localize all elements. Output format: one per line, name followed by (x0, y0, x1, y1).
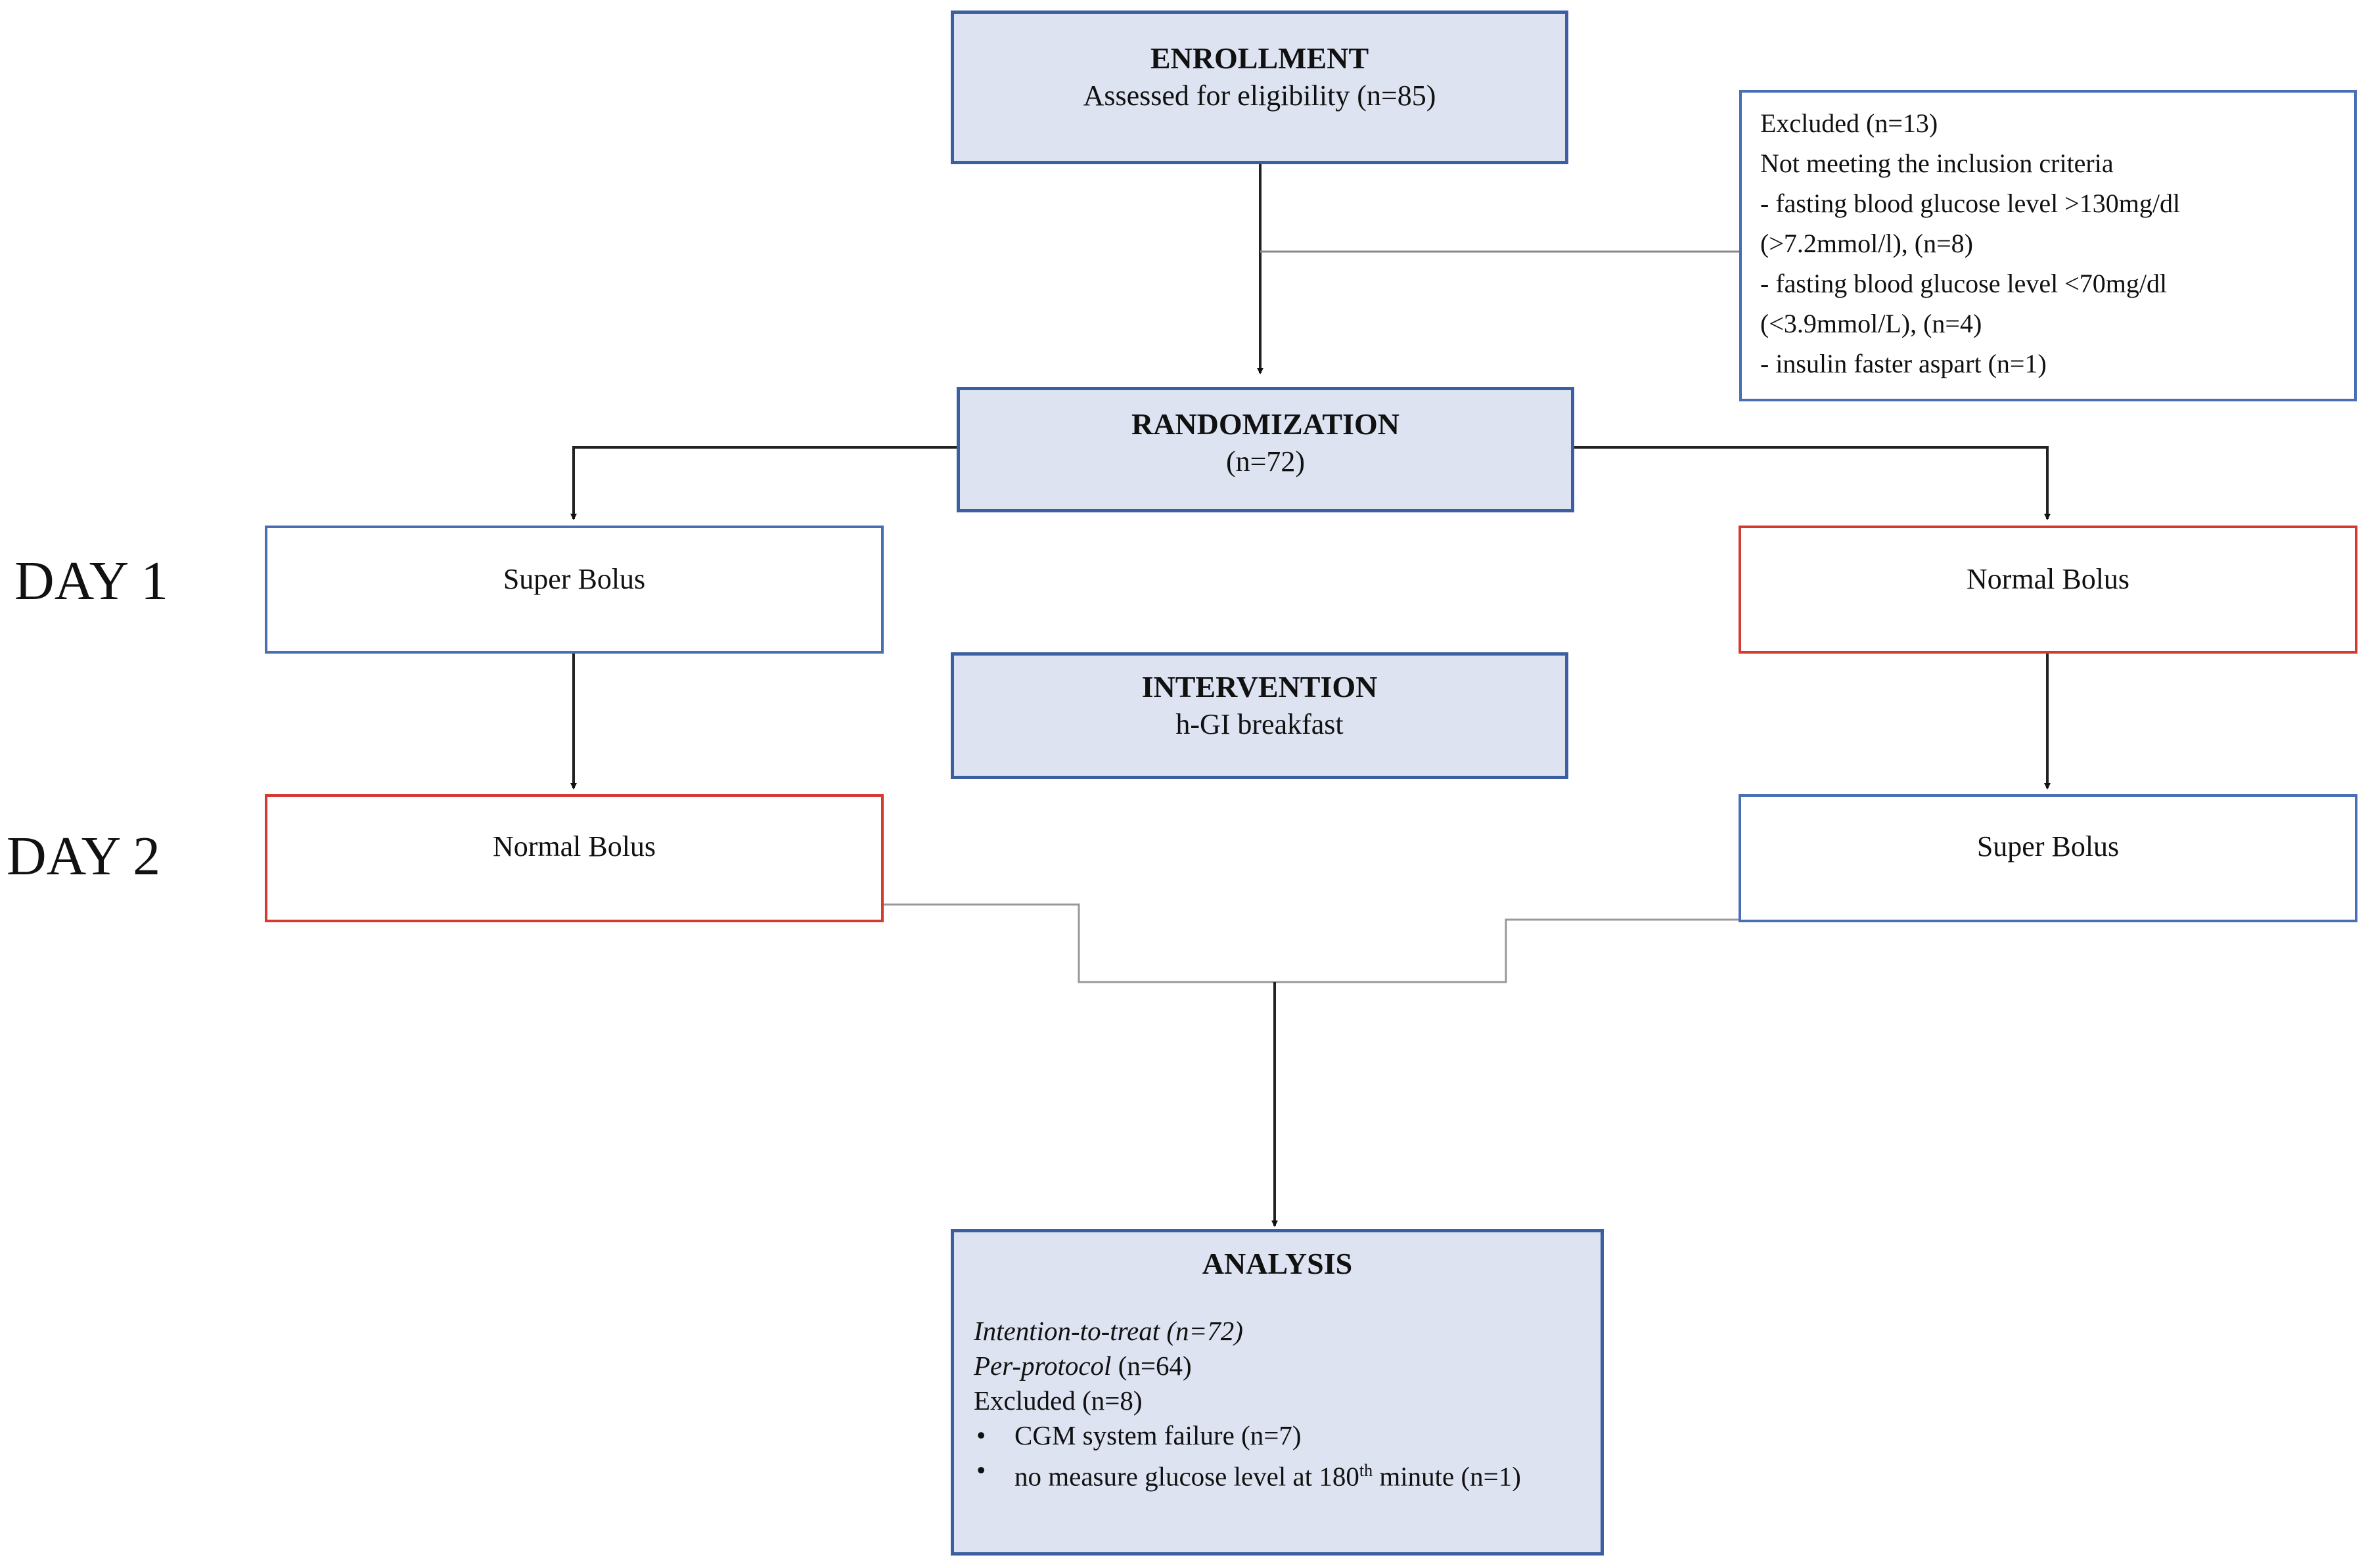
randomization-box: RANDOMIZATION (n=72) (957, 387, 1574, 512)
excluded-line: - fasting blood glucose level >130mg/dl (1760, 189, 2181, 218)
line-right-day2-merge (1275, 918, 1739, 983)
arrow-randomization-to-left-arm (570, 446, 958, 520)
excluded-line: - fasting blood glucose level <70mg/dl (1760, 269, 2168, 298)
enrollment-box: ENROLLMENT Assessed for eligibility (n=8… (951, 11, 1568, 164)
analysis-per-protocol: Per-protocol (n=64) (974, 1349, 1581, 1383)
day2-label: DAY 2 (7, 826, 161, 887)
enrollment-title: ENROLLMENT (1150, 41, 1369, 75)
reason-text-end: minute (n=1) (1373, 1461, 1521, 1492)
analysis-excluded: Excluded (n=8) (974, 1385, 1143, 1416)
excluded-line: Not meeting the inclusion criteria (1760, 148, 2114, 178)
analysis-reason-item: no measure glucose level at 180th minute… (974, 1453, 1581, 1494)
intervention-box: INTERVENTION h-GI breakfast (951, 652, 1568, 779)
excluded-line: (>7.2mmol/l), (n=8) (1760, 229, 1973, 258)
day1-label: DAY 1 (14, 550, 169, 612)
randomization-text: (n=72) (1225, 445, 1306, 478)
analysis-box: ANALYSIS Intention-to-treat (n=72) Per-p… (951, 1229, 1604, 1556)
reason-superscript: th (1359, 1461, 1373, 1480)
intervention-text: h-GI breakfast (1175, 708, 1344, 740)
analysis-title: ANALYSIS (1202, 1247, 1353, 1280)
excluded-line: (<3.9mmol/L), (n=4) (1760, 309, 1982, 338)
arrow-randomization-to-right-arm (1572, 446, 2051, 520)
right-day1-box: Normal Bolus (1739, 526, 2357, 654)
per-protocol-value: (n=64) (1111, 1351, 1192, 1381)
intervention-title: INTERVENTION (1141, 670, 1378, 704)
enrollment-text: Assessed for eligibility (n=85) (1083, 79, 1436, 112)
excluded-line: Excluded (n=13) (1760, 108, 1938, 138)
left-day2-box: Normal Bolus (265, 794, 884, 922)
excluded-line: - insulin faster aspart (n=1) (1760, 349, 2047, 378)
right-day2-box: Super Bolus (1739, 794, 2357, 922)
left-day1-label: Super Bolus (503, 563, 646, 595)
left-day2-label: Normal Bolus (492, 830, 656, 862)
reason-text: CGM system failure (n=7) (1014, 1420, 1302, 1450)
per-protocol-label: Per-protocol (974, 1351, 1112, 1381)
right-day2-label: Super Bolus (1976, 830, 2120, 862)
line-left-day2-merge (884, 903, 1275, 983)
reason-text: no measure glucose level at 180 (1014, 1461, 1359, 1492)
randomization-title: RANDOMIZATION (1131, 407, 1400, 441)
left-day1-box: Super Bolus (265, 526, 884, 654)
analysis-reason-item: CGM system failure (n=7) (974, 1418, 1581, 1453)
right-day1-label: Normal Bolus (1966, 563, 2130, 595)
excluded-box: Excluded (n=13) Not meeting the inclusio… (1739, 90, 2357, 401)
analysis-itt: Intention-to-treat (n=72) (974, 1316, 1243, 1346)
